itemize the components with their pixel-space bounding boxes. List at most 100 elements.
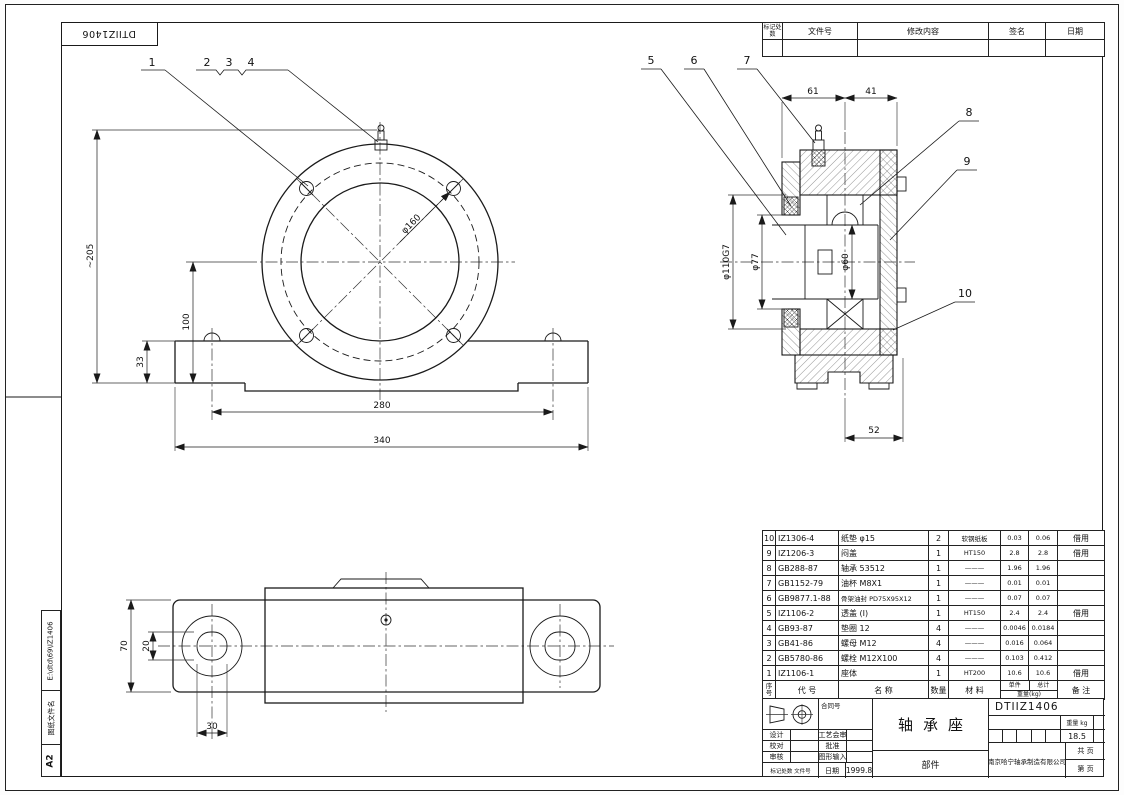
bom-seq: 4	[762, 620, 776, 636]
bom-total-weight: 1.96	[1028, 560, 1058, 576]
bom-seq: 1	[762, 665, 776, 681]
revision-col-sign: 签名	[988, 22, 1046, 40]
section-base	[794, 354, 894, 384]
bom-remark	[1057, 575, 1105, 591]
callout-6: 6	[691, 54, 698, 67]
bottom-view: 70 20 30	[120, 572, 614, 742]
bom-code: IZ1106-2	[775, 605, 839, 621]
file-path-cell: E:\dtd\69\IZ1406	[42, 611, 60, 691]
housing-base-outline	[174, 340, 589, 392]
bom-remark: 借用	[1057, 665, 1105, 681]
callout-10: 10	[958, 287, 972, 300]
file-name-label: 图纸文件名	[47, 700, 55, 735]
mark-mini-cell	[989, 730, 1003, 743]
bom-unit-weight: 2.4	[1000, 605, 1029, 621]
revision-table: 标记处数 文件号 修改内容 签名 日期	[762, 22, 1105, 57]
bom-material: HT150	[948, 605, 1001, 621]
bom-qty: 2	[928, 530, 949, 546]
part-title: 轴承座	[873, 699, 989, 751]
bom-qty: 1	[928, 590, 949, 606]
blind-cover-section	[879, 149, 898, 356]
mark-mini-cell	[1003, 730, 1017, 743]
bom-unit-weight: 0.03	[1000, 530, 1029, 546]
callout-7: 7	[744, 54, 751, 67]
design-value	[791, 730, 819, 741]
callout-3: 3	[226, 56, 233, 69]
scale-blank-cell2	[1094, 730, 1105, 743]
callout-8: 8	[966, 106, 973, 119]
file-name-label-cell: 图纸文件名	[42, 691, 60, 745]
design-label: 设计	[763, 730, 791, 741]
dim-41: 41	[865, 87, 876, 97]
bom-name: 闷盖	[838, 545, 929, 561]
page-number: 第 页	[1077, 765, 1094, 773]
bom-qty: 1	[928, 575, 949, 591]
corner-drawing-number: DTIIZ1406	[82, 28, 136, 39]
bom-header-code: 代 号	[775, 680, 839, 700]
dim-61: 61	[807, 87, 818, 97]
dim-shaft: φ60	[841, 253, 851, 271]
bom-material: ———	[948, 650, 1001, 666]
check-label: 校对	[763, 741, 791, 752]
dim-52: 52	[868, 426, 879, 436]
process-review-value	[847, 730, 873, 741]
sheet-margin-strip: E:\dtd\69\IZ1406 图纸文件名 A2	[41, 610, 61, 777]
revision-col-doc: 文件号	[782, 22, 858, 40]
bom-seq: 6	[762, 590, 776, 606]
sheet-size-cell: A2	[42, 745, 60, 776]
bom-header-seq: 序号	[762, 680, 776, 700]
bom-qty: 4	[928, 650, 949, 666]
bom-name: 轴承 53512	[838, 560, 929, 576]
bom-total-weight: 10.6	[1028, 665, 1058, 681]
approve-label: 批准	[819, 741, 847, 752]
mark-row: 标记处数 文件号	[763, 763, 819, 778]
revision-header-row: 标记处数 文件号 修改内容 签名 日期	[762, 22, 1105, 40]
bom-unit-weight: 0.0046	[1000, 620, 1029, 636]
bolt-circle-dashed	[280, 162, 480, 362]
front-view: ~205 100 33 280 340 φ160 1 2 3 4	[86, 56, 589, 451]
mark-mini-cell	[1032, 730, 1046, 743]
bom-name: 螺栓 M12X100	[838, 650, 929, 666]
bom-material: HT150	[948, 545, 1001, 561]
bom-code: GB9877.1-88	[775, 590, 839, 606]
bom-qty: 1	[928, 605, 949, 621]
revision-blank-cell	[989, 716, 1061, 730]
bom-material: ———	[948, 620, 1001, 636]
bom-header-weight-unit: 重量(kg)	[1017, 691, 1041, 698]
bom-unit-weight: 1.96	[1000, 560, 1029, 576]
sheet-size: A2	[45, 753, 56, 768]
dim-bore: φ110G7	[722, 244, 732, 280]
bom-material: ———	[948, 575, 1001, 591]
bom-seq: 5	[762, 605, 776, 621]
oil-cup-section	[811, 124, 826, 167]
company-name: 南京哈宁轴承制造有限公司	[989, 743, 1066, 778]
bom-seq: 3	[762, 635, 776, 651]
bom-header-remark: 备 注	[1057, 680, 1105, 700]
bom-code: GB1152-79	[775, 575, 839, 591]
bom-seq: 9	[762, 545, 776, 561]
revision-empty-row	[762, 39, 1105, 57]
bom-seq: 2	[762, 650, 776, 666]
bom-remark	[1057, 650, 1105, 666]
bom-name: 座体	[838, 665, 929, 681]
dim-total-width: 340	[373, 436, 390, 446]
audit-value	[791, 752, 819, 763]
revision-col-content: 修改内容	[857, 22, 989, 40]
callout-4: 4	[248, 56, 255, 69]
dim-20: 20	[142, 640, 152, 652]
bom-unit-weight: 0.016	[1000, 635, 1029, 651]
pages-total: 共 页	[1066, 743, 1105, 760]
bom-total-weight: 0.07	[1028, 590, 1058, 606]
drawing-frame	[61, 22, 1103, 777]
dim-base-height: 33	[136, 356, 146, 367]
grease-fitting-top	[380, 614, 392, 626]
callout-1: 1	[149, 56, 156, 69]
bom-name: 油杯 M8X1	[838, 575, 929, 591]
